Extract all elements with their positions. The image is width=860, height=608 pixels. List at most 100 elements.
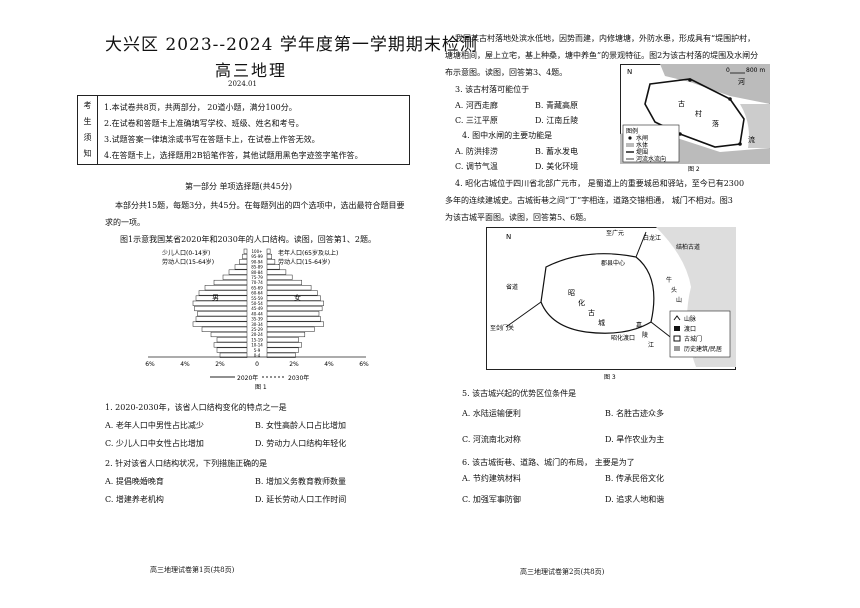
pyramid-age-label: 45-49 (251, 306, 263, 311)
map-label: 白龙江 (643, 234, 661, 242)
figure1-intro: 图1示意我国某省2020年和2030年的人口结构。读图，回答第1、2题。 (120, 235, 376, 244)
map-label: 城 (598, 319, 605, 327)
legend-ferry: 渡口 (684, 325, 696, 333)
pyramid-bar-male (201, 326, 248, 332)
q6-option-a[interactable]: A. 节约建筑材料 (462, 474, 521, 483)
q6-option-c[interactable]: C. 加强军事防御 (462, 495, 521, 504)
pyramid-bar-male (216, 337, 248, 343)
q6-option-b[interactable]: B. 传承民俗文化 (605, 474, 664, 483)
pyramid-bar-male (216, 347, 248, 353)
q2-option-d[interactable]: D. 延长劳动人口工作时间 (255, 495, 347, 504)
figure2-village-map: 古 村 落 河 流 N 0 800 m 图例 水闸 水体 堤围 河流水流向 图 … (620, 64, 770, 172)
pyramid-bar-female (266, 326, 315, 332)
pyramid-bar-male (195, 295, 248, 301)
north-arrow: N (506, 233, 511, 241)
pyramid-bar-female (266, 259, 276, 265)
pyramid-bar-female (266, 290, 318, 296)
pyramid-age-label: 0-4 (254, 353, 261, 358)
river-right (740, 104, 770, 148)
city-wall (540, 253, 655, 334)
pyramid-x-tick: 4% (180, 361, 190, 368)
q3-option-a[interactable]: A. 河西走廊 (455, 101, 498, 110)
pyramid-bar-male (222, 274, 248, 280)
exam-date: 2024.01 (228, 80, 257, 88)
q4-stem: 4. 图中水闸的主要功能是 (462, 131, 553, 140)
q5-option-c[interactable]: C. 河流南北对称 (462, 435, 521, 444)
legend-title: 图例 (626, 127, 638, 135)
legend-child: 少儿人口(0-14岁) (162, 249, 210, 257)
q1-option-d[interactable]: D. 劳动力人口结构年轻化 (255, 439, 347, 448)
figure3-city-map: 至广元 白龙江 结柏古道 郡县中心 省道 至剑门关 昭 化 古 城 牛 头 山 … (486, 227, 736, 381)
pyramid-bar-male (239, 259, 248, 265)
pyramid-bar-female (266, 305, 323, 312)
pyramid-bar-female (266, 331, 306, 338)
q2-option-b[interactable]: B. 增加义务教育教师数量 (255, 477, 346, 486)
q1-option-a[interactable]: A. 老年人口中男性占比减少 (105, 421, 204, 430)
q5-option-b[interactable]: B. 名胜古迹众多 (605, 409, 664, 418)
map-label: 昭化渡口 (611, 334, 635, 342)
pyramid-bar-male (195, 316, 248, 322)
notice-head-char: 考 (83, 101, 92, 110)
pyramid-bar-female (266, 269, 287, 275)
exam-title: 大兴区 2023--2024 学年度第一学期期末检测 (105, 35, 478, 55)
section-intro-line2: 求的一项。 (105, 218, 145, 227)
sluice-mark (738, 142, 742, 146)
pyramid-bar-male (192, 321, 248, 327)
pyramid-age-label: 55-59 (251, 296, 263, 301)
section-title: 第一部分 单项选择题(共45分) (185, 182, 292, 191)
label-female: 女 (294, 293, 301, 302)
map-label: 陵 (642, 331, 648, 339)
pyramid-age-label: 15-19 (251, 337, 263, 342)
q4-option-c[interactable]: C. 调节气温 (455, 162, 498, 171)
pyramid-age-label: 85-89 (251, 265, 263, 270)
q1-option-b[interactable]: B. 女性高龄人口占比增加 (255, 421, 346, 430)
pyramid-x-tick: 2% (215, 361, 225, 368)
pyramid-bar-male (197, 311, 248, 317)
q3-option-b[interactable]: B. 青藏高原 (535, 101, 578, 110)
pyramid-bar-male (194, 305, 248, 312)
embankment-line (644, 78, 745, 148)
exam-subject: 高三地理 (215, 61, 288, 80)
q4-option-b[interactable]: B. 蓄水发电 (535, 147, 578, 156)
q3-stem: 3. 该古村落可能位于 (455, 85, 530, 94)
section-intro-line1: 本部分共15题，每题3分，共45分。在每题列出的四个选项中，选出最符合题目要 (115, 201, 405, 210)
q3-option-d[interactable]: D. 江南丘陵 (535, 116, 579, 125)
left-page-footer: 高三地理试卷第1页(共8页) (150, 566, 235, 574)
q1-stem: 1. 2020-2030年，该省人口结构变化的特点之一是 (105, 403, 287, 412)
q2-option-c[interactable]: C. 增建养老机构 (105, 495, 164, 504)
q4-option-d[interactable]: D. 美化环境 (535, 162, 579, 171)
pyramid-age-label: 35-39 (251, 317, 263, 322)
pyramid-x-tick: 6% (359, 361, 369, 368)
q3-option-c[interactable]: C. 三江平原 (455, 116, 498, 125)
q4-option-a[interactable]: A. 防洪排涝 (455, 147, 498, 156)
north-arrow: N (627, 68, 632, 76)
q2-stem: 2. 针对该省人口结构状况，下列措施正确的是 (105, 459, 268, 468)
q6-option-d[interactable]: D. 追求人地和谐 (605, 495, 665, 504)
map-label: 省道 (506, 283, 518, 291)
pyramid-bar-male (213, 342, 248, 348)
map-label: 山 (676, 296, 682, 304)
pyramid-bar-female (266, 285, 312, 291)
pyramid-age-label: 65-69 (251, 285, 263, 290)
pyramid-bar-female (266, 321, 324, 327)
pyramid-bar-female (266, 295, 321, 301)
q1-option-c[interactable]: C. 少儿人口中女性占比增加 (105, 439, 204, 448)
pyramid-bar-male (204, 285, 248, 291)
q6-stem: 6. 该古城街巷、道路、城门的布局， 主要是为了 (462, 458, 635, 467)
q5-option-a[interactable]: A. 水陆运输便利 (462, 409, 521, 418)
q2-option-a[interactable]: A. 提倡晚婚晚育 (105, 477, 164, 486)
pyramid-age-label: 95-99 (251, 254, 263, 259)
map-label: 流 (748, 135, 755, 144)
figure1-caption: 图 1 (255, 384, 267, 390)
passage1-line1: 我国某古村落地处滨水低地，因势而建，内修塘塘，外防水患，形成具有“堤围护村， (455, 34, 756, 43)
map-label: 头 (671, 286, 677, 294)
pyramid-age-labels: 100+95-9990-9485-8980-8475-7970-7465-696… (251, 249, 263, 358)
pyramid-bars (192, 248, 324, 358)
legend-mountain: 山脉 (684, 315, 696, 323)
notice-item: 1.本试卷共8页，共两部分， 20道小题，满分100分。 (104, 103, 297, 112)
pyramid-age-label: 90-94 (251, 259, 263, 264)
figure3-caption: 图 3 (604, 374, 616, 381)
legend-labor-left: 劳动人口(15-64岁) (162, 258, 214, 266)
pyramid-bar-female (266, 311, 320, 317)
q5-option-d[interactable]: D. 旱作农业为主 (605, 435, 665, 444)
